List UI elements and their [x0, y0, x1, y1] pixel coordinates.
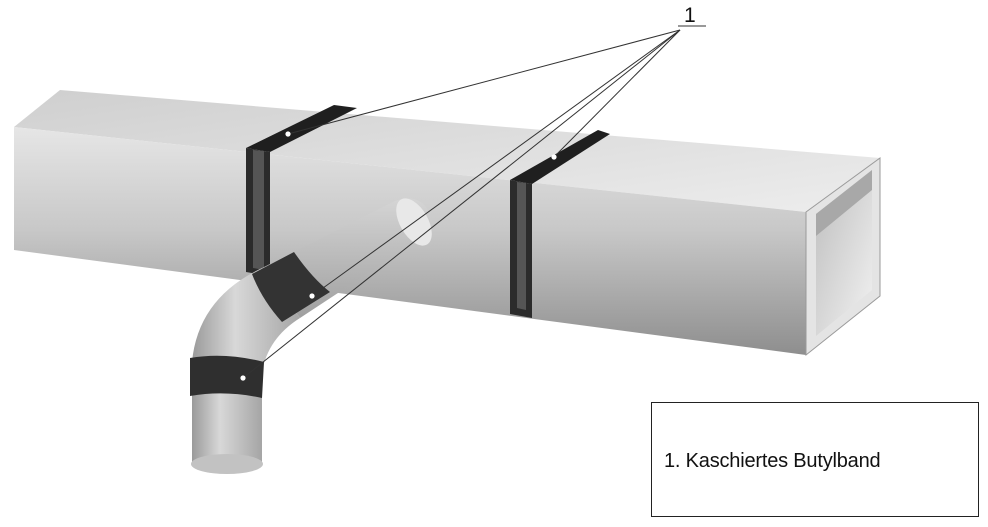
- leader-points: [240, 131, 557, 381]
- callout-number: 1: [684, 4, 696, 27]
- tape-band-pipe-upper: [252, 252, 330, 322]
- tape-band-pipe-lower: [190, 355, 264, 398]
- flange-frame-left: [246, 105, 357, 276]
- duct-top-face: [14, 90, 880, 212]
- flange-frame-right: [510, 130, 610, 318]
- legend-item: 1. Kaschiertes Butylband: [664, 450, 881, 472]
- legend-box: 1. Kaschiertes Butylband: [651, 402, 979, 517]
- leader-lines: [242, 25, 706, 379]
- duct-end-inner-shadow: [816, 170, 872, 236]
